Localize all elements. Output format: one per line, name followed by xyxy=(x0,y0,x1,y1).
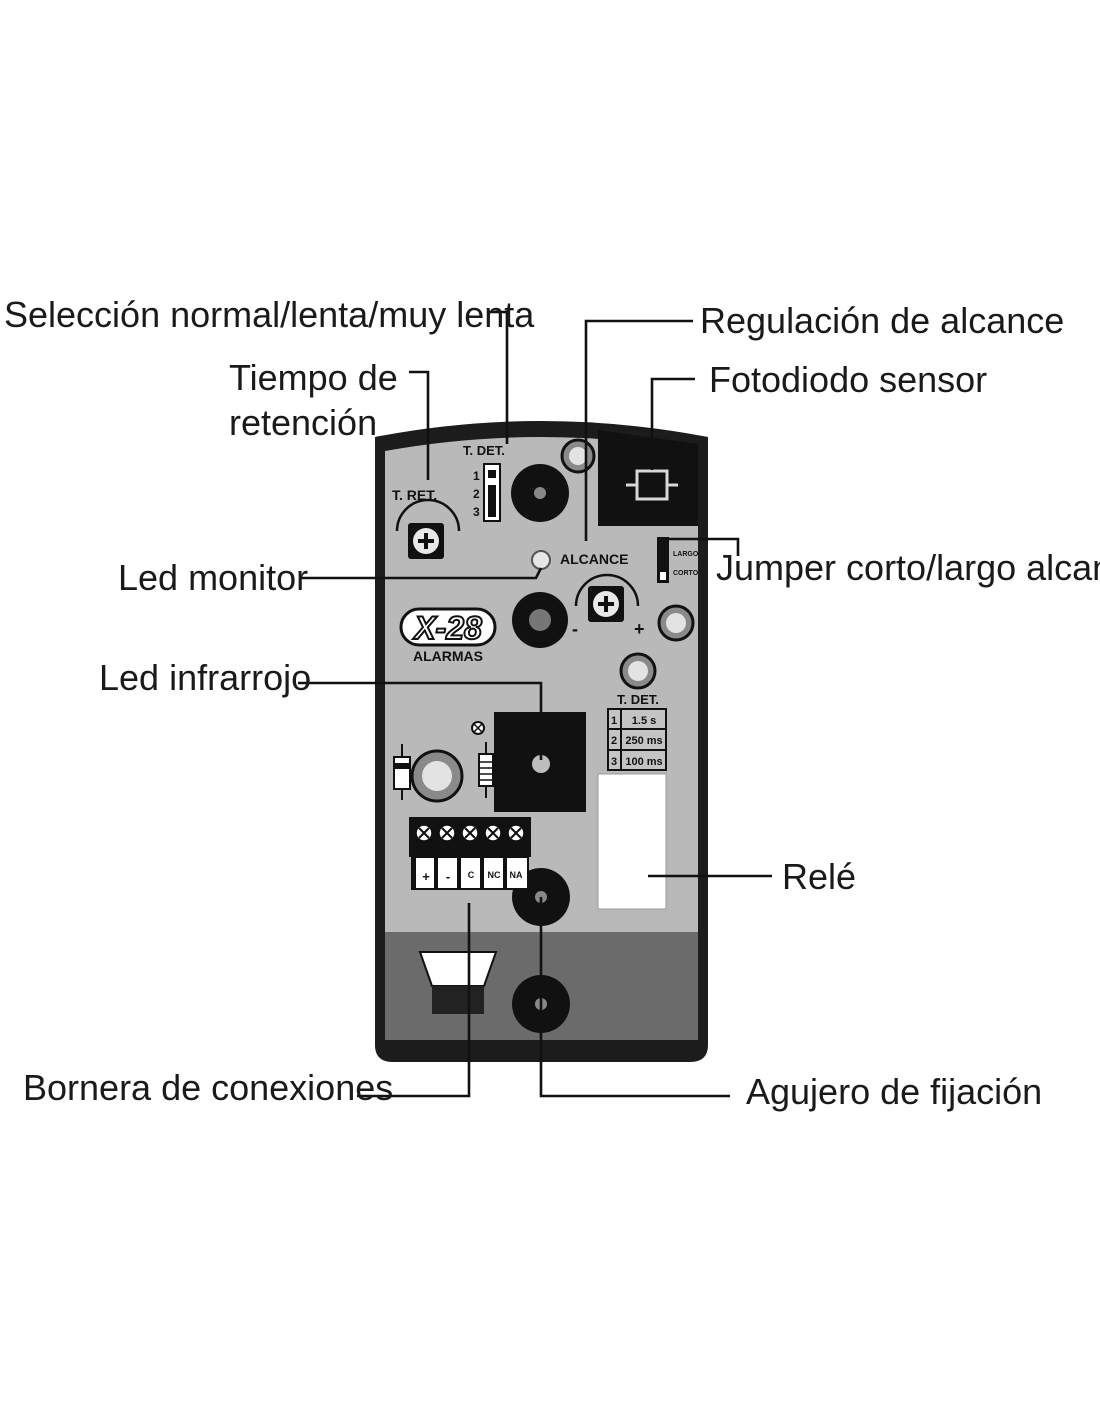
terminal-c: C xyxy=(468,870,475,880)
resistor-component xyxy=(478,742,494,798)
label-tiempo-line2: retención xyxy=(229,402,377,443)
leader-agujero xyxy=(539,897,730,1098)
range-jumper[interactable] xyxy=(657,537,669,583)
buzzer-component xyxy=(410,749,464,803)
label-led-infrarrojo: Led infrarrojo xyxy=(99,657,311,698)
leader-regulacion xyxy=(584,319,693,541)
diode-component xyxy=(393,744,411,800)
label-rele: Relé xyxy=(782,856,856,897)
top-ring xyxy=(560,438,596,474)
largo-label: LARGO xyxy=(673,551,699,558)
terminal-minus: - xyxy=(446,869,450,884)
t-det-row-2-n: 2 xyxy=(611,735,617,747)
leader-lines xyxy=(298,310,772,1098)
corto-label: CORTO xyxy=(673,570,699,577)
jumper-pos-3: 3 xyxy=(473,505,480,519)
t-det-row-1-n: 1 xyxy=(611,715,617,727)
t-ret-label: T. RET. xyxy=(392,487,437,503)
alcance-plus-label: + xyxy=(634,619,645,639)
range-potentiometer xyxy=(574,573,640,622)
t-det-row-3-value: 100 ms xyxy=(625,756,662,768)
label-jumper: Jumper corto/largo alcance xyxy=(716,547,1100,588)
alcance-minus-label: - xyxy=(572,619,578,639)
leader-led-monitor xyxy=(300,567,543,580)
right-ring xyxy=(657,604,695,642)
monitor-led xyxy=(531,550,551,570)
t-det-table xyxy=(607,708,667,771)
leader-seleccion xyxy=(487,310,509,444)
label-regulacion: Regulación de alcance xyxy=(700,300,1064,341)
t-det-row-1-value: 1.5 s xyxy=(632,715,656,727)
alcance-label: ALCANCE xyxy=(560,551,628,567)
x28-logo: X-28 xyxy=(399,607,497,647)
leader-led-infrarrojo xyxy=(298,681,543,760)
label-agujero: Agujero de fijación xyxy=(746,1071,1042,1112)
jumper-pos-2: 2 xyxy=(473,487,480,501)
t-det-row-2-value: 250 ms xyxy=(625,735,662,747)
terminal-block xyxy=(409,817,531,890)
jumper-pos-1: 1 xyxy=(473,469,480,483)
speed-jumper[interactable] xyxy=(483,463,501,522)
terminal-na: NA xyxy=(510,870,523,880)
leader-bornera xyxy=(357,903,471,1098)
t-det-row-3-n: 3 xyxy=(611,756,617,768)
leader-tiempo xyxy=(409,370,430,480)
t-det-jumper-label: T. DET. xyxy=(463,443,505,458)
label-seleccion: Selección normal/lenta/muy lenta xyxy=(4,294,535,335)
logo-text: X-28 xyxy=(412,610,482,646)
t-det-ring xyxy=(619,652,657,690)
photodiode-sensor xyxy=(598,430,698,526)
relay xyxy=(597,773,667,910)
top-lens-hole xyxy=(511,464,569,522)
middle-lens-hole xyxy=(512,592,568,648)
terminal-plus: + xyxy=(422,869,430,884)
label-bornera: Bornera de conexiones xyxy=(23,1067,393,1108)
cable-entry xyxy=(418,951,498,1014)
label-fotodiodo: Fotodiodo sensor xyxy=(709,359,987,400)
terminal-nc: NC xyxy=(488,870,501,880)
label-tiempo-line1: Tiempo de xyxy=(229,357,398,398)
leader-jumper xyxy=(665,537,740,556)
t-det-table-title: T. DET. xyxy=(617,692,659,707)
label-led-monitor: Led monitor xyxy=(118,557,308,598)
leader-fotodiodo xyxy=(650,377,695,470)
small-screw-icon xyxy=(471,721,485,735)
alarmas-label: ALARMAS xyxy=(413,648,483,664)
retention-time-potentiometer xyxy=(395,498,461,559)
